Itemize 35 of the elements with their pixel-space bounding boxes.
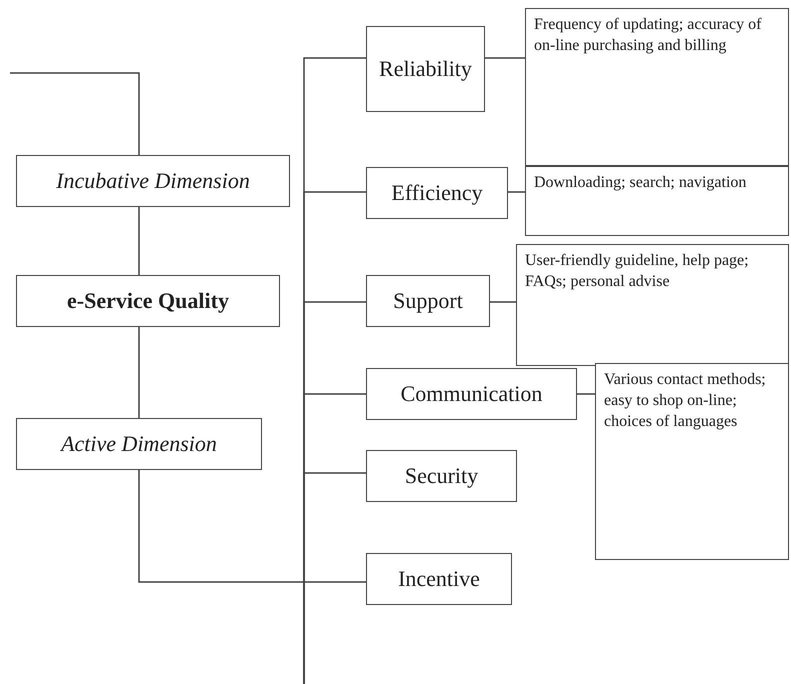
connector-line — [485, 57, 525, 59]
dimension-box — [366, 368, 577, 420]
description-text: Various contact methods; easy to shop on-line; choices of languages — [604, 370, 767, 432]
connector-line — [577, 393, 595, 395]
connector-line — [303, 472, 366, 684]
box-label: e-Service Quality — [67, 288, 229, 314]
box-label: Incentive — [398, 566, 480, 592]
dimension-box — [366, 275, 490, 327]
description-box — [595, 363, 789, 560]
dimension-box — [366, 167, 508, 219]
connector-line — [138, 207, 140, 275]
connector-line — [10, 72, 140, 155]
description-box — [525, 8, 789, 166]
box-label: Security — [404, 462, 478, 490]
connector-line — [138, 470, 366, 583]
description-text: User-friendly guideline, help page; FAQs; personal advise — [525, 251, 750, 292]
box-label: Efficiency — [391, 180, 483, 206]
connector-line — [490, 301, 516, 303]
box-label: Active Dimension — [61, 430, 217, 458]
description-box — [525, 166, 789, 236]
dimension-box — [16, 155, 290, 207]
dimension-box — [16, 418, 262, 470]
box-label: Support — [393, 288, 463, 314]
box-label: Reliability — [379, 56, 472, 82]
description-text: Frequency of updating; accuracy of on-line purchasing and billing — [534, 15, 762, 56]
connector-line — [508, 191, 525, 193]
dimension-box — [366, 26, 485, 112]
box-label: Communication — [400, 380, 542, 408]
box-label: Incubative Dimension — [56, 168, 250, 194]
dimension-box — [16, 275, 280, 327]
connector-line — [138, 327, 140, 418]
dimension-box — [366, 553, 512, 605]
description-text: Downloading; search; navigation — [534, 173, 746, 193]
dimension-box — [366, 450, 517, 502]
description-box — [516, 244, 789, 366]
